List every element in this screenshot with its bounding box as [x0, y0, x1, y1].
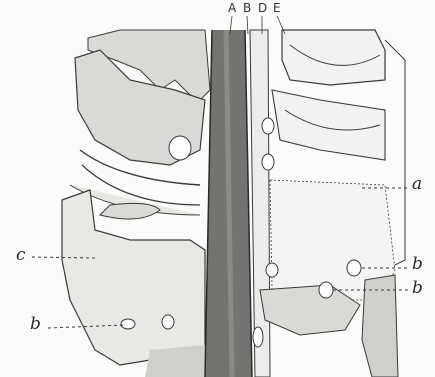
- right-upper-arch: [282, 30, 385, 85]
- left-small-oval-1: [121, 319, 135, 329]
- right-oval-2: [262, 154, 274, 170]
- right-bottom-oval: [253, 327, 263, 347]
- left-small-oval-2: [162, 315, 174, 329]
- label-A: A: [228, 1, 237, 15]
- right-oval-5: [319, 282, 333, 298]
- label-b-left: b: [30, 316, 41, 333]
- left-lower-fold: [100, 203, 160, 219]
- tick-E: [277, 16, 285, 34]
- label-B: B: [243, 1, 252, 15]
- right-oval-4: [347, 260, 361, 276]
- left-bottom-shade: [145, 345, 205, 377]
- tick-B: [247, 16, 248, 34]
- label-E: E: [273, 1, 282, 15]
- label-D: D: [258, 1, 268, 15]
- right-bottom-column: [362, 275, 398, 377]
- label-b-right-lower: b: [412, 280, 423, 297]
- label-c: c: [16, 247, 26, 264]
- right-oval-3: [266, 263, 278, 277]
- label-a-right: a: [412, 176, 422, 193]
- right-middle-fold: [272, 90, 385, 160]
- right-column-strip: [250, 30, 270, 377]
- left-oval-opening: [169, 136, 191, 160]
- label-b-right-upper: b: [412, 256, 423, 273]
- right-oval-1: [262, 118, 274, 134]
